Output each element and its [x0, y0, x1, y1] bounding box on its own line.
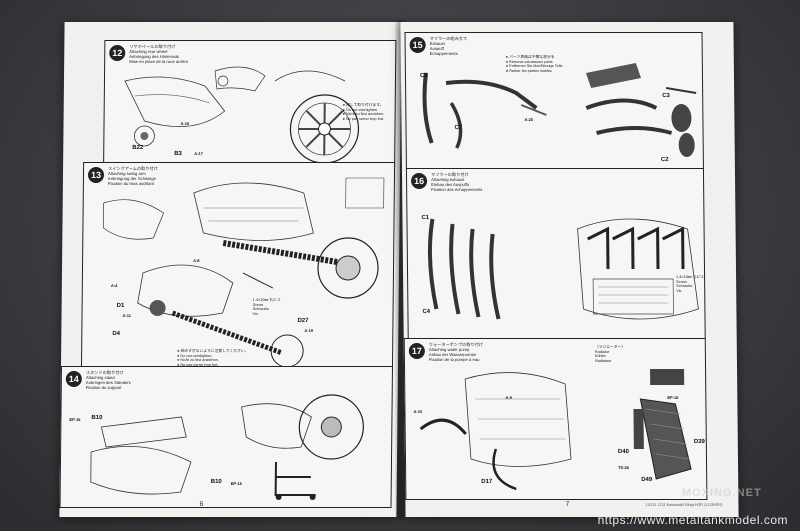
- part-label: C2: [660, 157, 669, 163]
- part-label: B10: [210, 479, 222, 485]
- watermark-logo: MOXING.NET: [682, 487, 762, 499]
- part-label: B10: [91, 415, 103, 421]
- remove-parts-note: ● パーツ表面は不要な部分を ● Remove extraneous parts…: [505, 55, 563, 73]
- step-17-panel: 17 ウォーターポンプの取り付け Attaching water pump An…: [403, 338, 708, 500]
- part-label: C4: [422, 309, 431, 315]
- page-number: 7: [565, 501, 570, 508]
- screw-note: 1.4×10㎜ 丸ビス Screw Schraube Vis: [252, 298, 281, 316]
- part-label: B3: [174, 151, 182, 157]
- part-label: A-17: [194, 151, 203, 156]
- part-label: A-11: [122, 313, 131, 318]
- part-label: B22: [132, 145, 144, 151]
- part-label: EP-16: [230, 481, 242, 486]
- part-label: EP-16: [69, 417, 81, 422]
- exhaust-assembly-illustration: [422, 63, 697, 157]
- part-label: A-16: [180, 121, 190, 126]
- part-label: A-8: [193, 258, 200, 263]
- page-number: 6: [199, 501, 204, 508]
- water-pump-illustration: [419, 369, 692, 491]
- step-13-panel: 13 スイングアームの取り付け Attaching swing arm Anbr…: [80, 162, 396, 372]
- part-label: TS-26: [618, 465, 630, 470]
- page-footer: 14131 1/12 Kawasaki Ninja H2R (1/12H2R): [645, 502, 723, 507]
- part-label: A-20: [524, 117, 534, 122]
- instruction-page-left: 12 リヤホイールの取り付け Attaching rear wheel Anbr…: [59, 22, 402, 517]
- screw-note: 1.4×10㎜ 丸ビス Screw Schraube Vis: [676, 275, 705, 293]
- instruction-page-right: 15 マフラーの組み立て Exhaust Auspuff Echappement…: [400, 22, 739, 517]
- step-14-panel: 14 スタンドの取り付け Attaching stand Anbringen d…: [59, 366, 393, 508]
- stand-illustration: [90, 394, 364, 500]
- part-label: D17: [481, 479, 493, 485]
- part-label: D39: [693, 439, 705, 445]
- watermark-url: https://www.metaltankmodel.com: [597, 513, 788, 527]
- part-label: EP-16: [667, 395, 679, 400]
- swing-arm-illustration: [103, 177, 385, 368]
- part-label: D1: [116, 303, 125, 309]
- step-15-panel: 15 マフラーの組み立て Exhaust Auspuff Echappement…: [404, 32, 704, 170]
- part-label: C5: [419, 73, 428, 79]
- part-label: C1: [421, 215, 430, 221]
- step-12-panel: 12 リヤホイールの取り付け Attaching rear wheel Anbr…: [103, 40, 397, 168]
- part-label: A-4: [110, 283, 118, 288]
- overtighten-note: ● 回して取り付けます。 ● Do not overtighten. ● Nic…: [342, 103, 385, 121]
- overtighten-note: ● 締めすぎないように注意してください。 ● Do not overtighte…: [176, 349, 249, 367]
- part-label: D4: [112, 331, 121, 337]
- exhaust-attach-illustration: [427, 218, 699, 320]
- part-label: A-9: [505, 395, 512, 400]
- part-label: A-10: [413, 409, 423, 414]
- part-label: A-19: [304, 328, 314, 333]
- part-label: C7: [454, 125, 463, 131]
- part-label: C3: [662, 93, 670, 99]
- step-16-panel: 16 マフラーの取り付け Attaching exhaust Einbau de…: [405, 168, 706, 340]
- part-label: D27: [297, 318, 309, 324]
- part-label: D49: [641, 477, 653, 483]
- part-label: D40: [617, 449, 629, 455]
